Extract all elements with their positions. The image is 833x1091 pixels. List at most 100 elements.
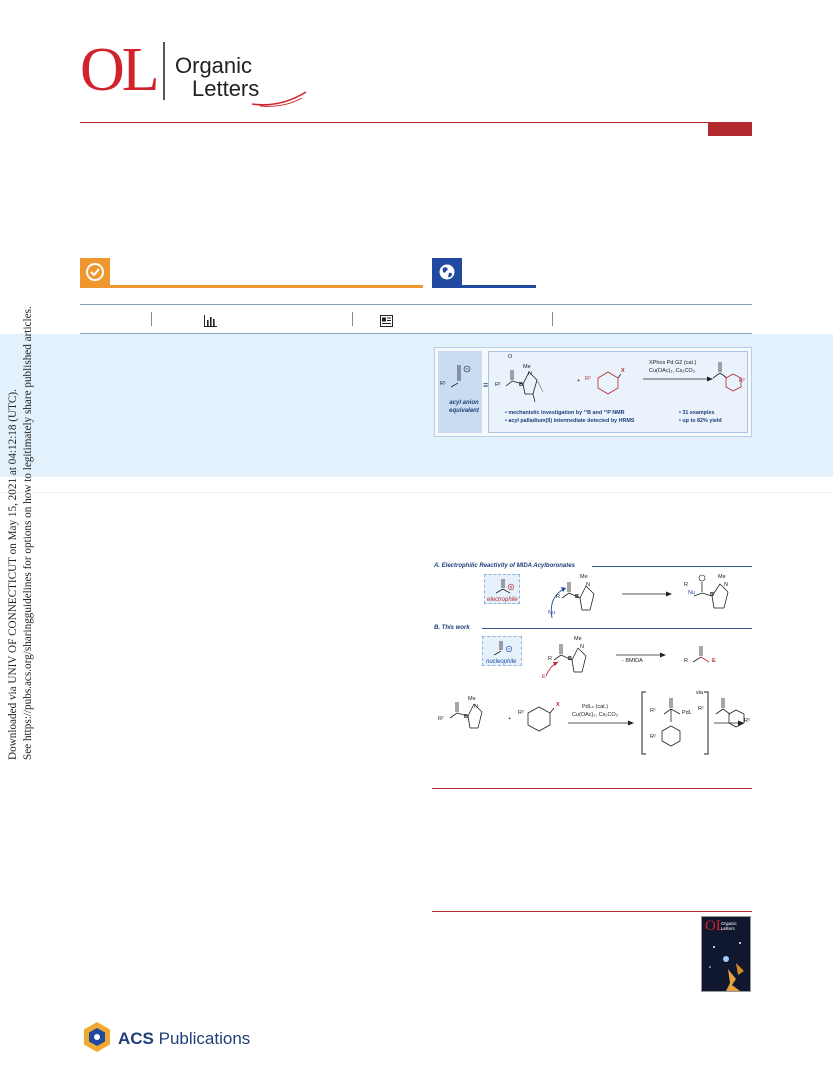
toc-carbonyl-o: O xyxy=(508,354,513,360)
mida-acylboronate-reagent-structure xyxy=(449,702,483,729)
reagent-n-label: N xyxy=(474,704,478,710)
publisher-name-rest: Publications xyxy=(153,1029,251,1048)
scheme-section-b-heading: B. This work xyxy=(434,625,470,631)
final-r2-label: R² xyxy=(744,718,750,724)
adduct-b-label: B xyxy=(710,592,714,598)
carbonyl-electrophile-structure xyxy=(495,579,515,594)
toc-x-label: X xyxy=(621,368,625,374)
logo-letters: OL xyxy=(80,36,160,104)
toc-b-label: B xyxy=(519,382,523,388)
via-label: via xyxy=(696,690,704,696)
nucleophile-label: nucleophile xyxy=(486,659,517,665)
bracket-icon xyxy=(641,691,709,755)
logo-divider xyxy=(163,42,165,100)
toc-bullet: • acyl palladium(II) intermediate detect… xyxy=(505,418,635,424)
ketone-e-label: E xyxy=(712,658,716,664)
scheme-figure: A. Electrophilic Reactivity of MIDA Acyl… xyxy=(432,560,752,792)
toc-r2-label: R² xyxy=(585,376,591,382)
reaction-arrow-icon xyxy=(568,720,634,726)
metrics-bar-bottom-rule xyxy=(80,333,752,334)
metrics-bar-top-rule xyxy=(80,304,752,305)
metrics-separator xyxy=(552,312,553,326)
bmida-byproduct: - BMIDA xyxy=(622,658,643,664)
reaction-arrow-icon xyxy=(714,720,744,726)
toc-r1-label: R¹ xyxy=(495,382,501,388)
scheme-rule xyxy=(592,566,752,567)
scheme-r-label: R xyxy=(556,594,560,600)
acyl-nucleophile-structure xyxy=(493,641,513,656)
toc-n-label: N xyxy=(528,371,532,377)
adduct-me-label: Me xyxy=(718,574,726,580)
adduct-nu-label: Nu xyxy=(688,590,696,596)
toc-acyl-anion-panel: R¹ acyl anion equivalent xyxy=(438,351,482,433)
open-access-badge[interactable] xyxy=(80,258,110,286)
toc-r1-label: R¹ xyxy=(440,381,446,387)
download-watermark: Downloaded via UNIV OF CONNECTICUT on Ma… xyxy=(6,306,36,760)
globe-icon xyxy=(439,264,455,280)
section-divider xyxy=(0,492,833,493)
header-rule xyxy=(80,122,752,123)
metrics-separator xyxy=(352,312,353,326)
aryl-ketone-final-structure xyxy=(715,698,745,728)
acs-hexagon-icon xyxy=(84,1022,110,1052)
ketone-product-structure xyxy=(692,646,710,663)
reagent-b-label: B xyxy=(464,714,468,720)
electrophile-attack-structure xyxy=(545,644,587,677)
aryl-halide-reagent-structure xyxy=(527,706,554,732)
electrophile-label: electrophile xyxy=(487,597,518,603)
toc-bullet: • mechanistic investigation by ¹¹B and ³… xyxy=(505,410,625,416)
scheme-section-a-heading: A. Electrophilic Reactivity of MIDA Acyl… xyxy=(434,563,575,569)
toc-graphic: R¹ acyl anion equivalent ≡ O Me N B R¹ +… xyxy=(434,347,752,437)
toc-reaction-panel: O Me N B R¹ + R² X XPhos Pd G2 (cat.) Cu… xyxy=(488,351,748,433)
global-rule xyxy=(432,285,536,288)
nucleophile-box xyxy=(482,636,522,666)
publisher-name: ACS Publications xyxy=(118,1029,250,1049)
open-access-rule xyxy=(80,285,423,288)
article-recommendations-icon[interactable] xyxy=(380,315,393,327)
bar-chart-icon[interactable] xyxy=(204,315,217,327)
toc-left-caption: acyl anion equivalent xyxy=(449,400,479,414)
cover-title-line1: Organic xyxy=(721,921,737,926)
toc-me-label: Me xyxy=(523,364,531,370)
scheme-b-b-label: B xyxy=(568,656,572,662)
header-tab xyxy=(708,122,752,136)
scheme-n-label: N xyxy=(586,582,590,588)
scheme-rule xyxy=(482,628,752,629)
toc-product-r2: R² xyxy=(739,378,745,384)
mida-acylboronate-structure xyxy=(505,370,544,403)
journal-name-line1: Organic xyxy=(175,53,253,78)
acs-publications-logo[interactable]: ACS Publications xyxy=(80,1020,250,1056)
cover-logo-letters: OL xyxy=(705,918,725,934)
scheme-b-r-label: R xyxy=(548,656,552,662)
journal-name-line2: Letters xyxy=(192,76,260,101)
cover-rule xyxy=(432,911,752,912)
reaction-arrow-icon xyxy=(622,591,672,597)
intermediate-pdl-label: PdL xyxy=(682,710,692,716)
toc-additives: Cu(OAc)₂, Cs₂CO₃ xyxy=(649,368,695,374)
toc-catalyst: XPhos Pd G2 (cat.) xyxy=(649,360,697,366)
scheme-b-n-label: N xyxy=(580,644,584,650)
reaction-arrow-icon xyxy=(616,652,666,658)
equivalence-symbol: ≡ xyxy=(483,380,489,390)
adduct-n-label: N xyxy=(724,582,728,588)
cover-art xyxy=(709,942,744,991)
scheme-plus-sign: + xyxy=(508,716,512,722)
adduct-r-label: R xyxy=(684,582,688,588)
nu-label: Nu xyxy=(548,610,556,616)
toc-plus-sign: + xyxy=(577,378,581,384)
journal-logo[interactable]: OL Organic Letters xyxy=(80,36,310,110)
electrophile-box xyxy=(484,574,520,604)
global-badge[interactable] xyxy=(432,258,462,286)
toc-bullet: • up to 82% yield xyxy=(679,418,722,424)
reagent-r1-label: R¹ xyxy=(438,716,444,722)
reaction-arrow-icon xyxy=(643,376,713,382)
reagent-me-label: Me xyxy=(468,696,476,702)
metrics-separator xyxy=(151,312,152,326)
journal-cover-thumbnail[interactable]: OL Organic Letters xyxy=(701,916,751,992)
nucleophilic-attack-structure xyxy=(550,582,595,619)
check-icon xyxy=(86,263,104,281)
intermediate-r1-label: R¹ xyxy=(650,708,656,714)
scheme-catalyst: PdLₙ (cat.) xyxy=(582,704,609,710)
toc-bullet: • 31 examples xyxy=(679,410,715,416)
scheme-me-label: Me xyxy=(580,574,588,580)
